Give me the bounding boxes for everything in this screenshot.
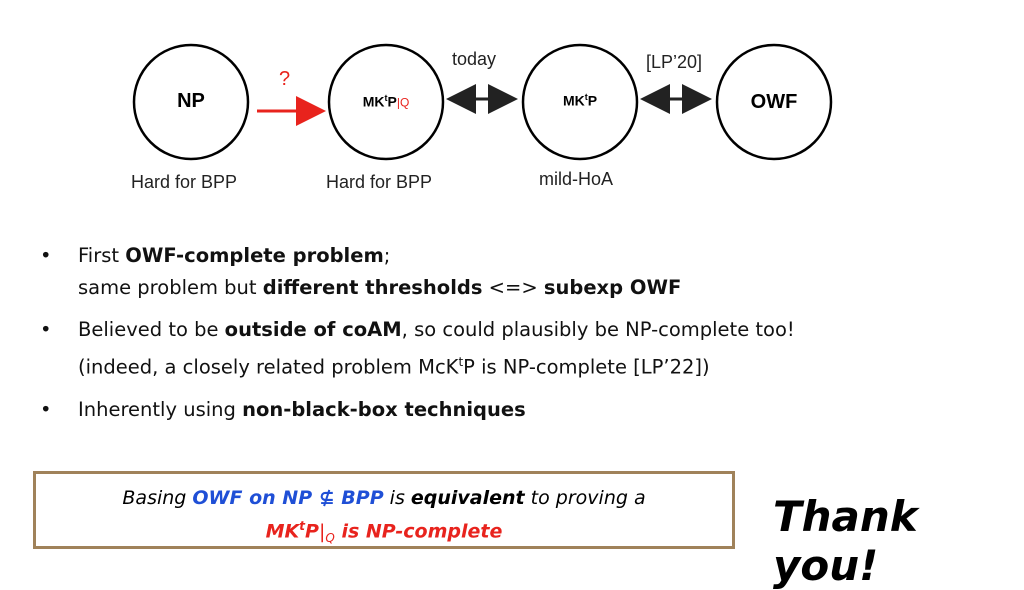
bullet-line: Inherently using non-black-box technique… (78, 394, 940, 426)
node-mktp-q-circle (327, 43, 445, 161)
box-equivalent: equivalent (410, 487, 525, 509)
node-np-label: NP (177, 90, 205, 112)
bullet-text: , so could plausibly be NP-complete too! (401, 318, 795, 341)
node-owf-circle (715, 43, 833, 161)
bullet-text: First (78, 244, 126, 267)
box-bpp: BPP (341, 487, 384, 509)
node-owf-label: OWF (750, 91, 798, 113)
diagram-svg (132, 43, 833, 161)
box-text: Basing (122, 487, 193, 509)
thank-you-text: Thank you! (773, 492, 918, 590)
bullet-dot: • (40, 318, 52, 341)
box-owf-on-np: OWF on NP (192, 487, 313, 509)
edge-label-today: today (452, 49, 497, 69)
bullet-line: First OWF-complete problem; (78, 240, 940, 272)
node-mktp-q-after: P (387, 93, 397, 110)
node-mktp-q-label: MKtP|Q (346, 93, 426, 110)
conclusion-line-2: MKtP|Q is NP-complete (36, 512, 732, 552)
node-mktp-label: MKtP (545, 92, 615, 109)
bullet-dot: • (40, 244, 52, 267)
bullet-item: • First OWF-complete problem; same probl… (40, 240, 940, 304)
caption-mktp-q: Hard for BPP (326, 172, 433, 192)
bullet-text: Inherently using (78, 397, 243, 421)
box-text: is (383, 487, 411, 509)
bullet-text: (indeed, a closely related problem McK (78, 355, 459, 379)
conclusion-box: Basing OWF on NP ⊈ BPP is equivalent to … (33, 471, 735, 549)
bullet-bold: OWF-complete problem (125, 244, 384, 267)
box-not-subset: ⊈ (312, 487, 342, 509)
box-restrict-bar: | (318, 520, 326, 543)
box-sub-q: Q (325, 531, 335, 546)
bullet-line: same problem but different thresholds <=… (78, 272, 940, 304)
bullet-text: P is NP-complete [LP’22]) (463, 355, 710, 379)
bullet-text: same problem but (78, 276, 263, 299)
node-mktp-q-sup: t (384, 93, 388, 103)
bullet-dot: • (40, 397, 52, 421)
node-np-circle (132, 43, 250, 161)
caption-mktp: mild-HoA (539, 169, 614, 189)
bullet-bold: subexp OWF (543, 276, 682, 299)
bullet-sup: t (458, 355, 464, 369)
box-sup: t (299, 519, 306, 533)
caption-np: Hard for BPP (131, 172, 238, 192)
question-mark: ? (279, 68, 291, 90)
box-p: P (305, 520, 319, 543)
node-mktp-q-main: MK (362, 93, 385, 110)
bullet-bold: outside of coAM (224, 318, 402, 341)
reduction-diagram: NP MKtP|Q MKtP OWF ? today [LP’20] Hard … (0, 0, 1024, 210)
box-mk: MK (265, 520, 300, 543)
bullet-list: • First OWF-complete problem; same probl… (40, 240, 940, 426)
bullet-item: • Believed to be outside of coAM, so cou… (40, 314, 940, 384)
bullet-bold: different thresholds (262, 276, 483, 299)
bullet-text: ; (383, 244, 391, 267)
node-mktp-q-sub: |Q (396, 95, 410, 110)
node-mktp-after: P (587, 92, 598, 109)
bullet-line: Believed to be outside of coAM, so could… (78, 314, 940, 346)
bullet-line: (indeed, a closely related problem McKtP… (78, 346, 940, 384)
conclusion-line-1: Basing OWF on NP ⊈ BPP is equivalent to … (36, 484, 732, 512)
bullet-text: <=> (482, 276, 544, 299)
edge-label-lp20: [LP’20] (646, 52, 703, 72)
node-mktp-sup: t (584, 92, 588, 102)
bullet-item: • Inherently using non-black-box techniq… (40, 394, 940, 426)
node-mktp-circle (521, 43, 639, 161)
node-mktp-main: MK (562, 92, 585, 109)
bullet-bold: non-black-box techniques (242, 397, 526, 421)
bullet-text: Believed to be (78, 318, 225, 341)
box-np-complete: is NP-complete (334, 520, 503, 543)
box-text: to proving a (524, 487, 646, 509)
